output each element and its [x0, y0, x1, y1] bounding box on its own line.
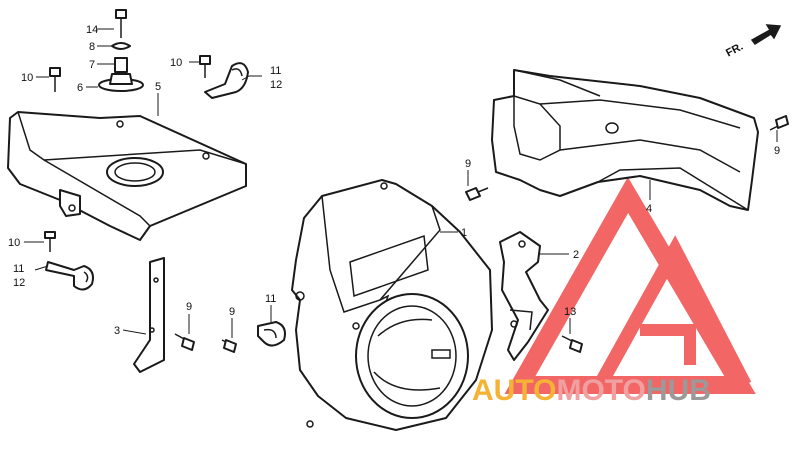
bolt-9-duct — [769, 115, 789, 131]
bolt-icon — [569, 339, 583, 353]
bolt-icon — [49, 67, 61, 77]
wire-clip-top — [204, 62, 249, 99]
callout-duct-4: 4 — [646, 203, 652, 215]
bolt-14-icon — [115, 9, 127, 19]
callout-clip-11-left: 11 — [13, 263, 24, 275]
bolt-icon — [465, 187, 481, 201]
bracket-2 — [499, 231, 549, 361]
logo-triangle-outer — [504, 177, 756, 394]
bolt-icon — [199, 55, 211, 65]
bolt-9-center — [221, 339, 237, 353]
callout-clip-11-top: 11 — [270, 65, 281, 77]
callout-plate-3: 3 — [114, 325, 120, 337]
callout-bolt-14: 14 — [86, 24, 98, 36]
callout-clip-12-top: 12 — [270, 79, 282, 91]
front-label: FR. — [724, 41, 745, 60]
washer-8-icon — [111, 42, 131, 50]
fan-cover-1 — [291, 179, 493, 431]
callout-bolt-10-top: 10 — [21, 72, 33, 84]
callout-bolt-9-center: 9 — [229, 306, 235, 318]
top-shroud-5 — [7, 111, 247, 241]
brand-part-auto: AUTO — [472, 374, 556, 407]
fan-opening — [355, 293, 469, 419]
callout-grommet-6: 6 — [77, 82, 83, 94]
clip-icon — [45, 261, 94, 291]
callout-bolt-9-plate: 9 — [186, 301, 192, 313]
watermark-logo — [504, 177, 756, 394]
wire-clip-left — [45, 261, 94, 291]
bolt-9-upper — [465, 187, 489, 201]
watermark-brand: AUTOMOTOHUB — [472, 374, 711, 407]
wire-clip-center — [257, 321, 286, 347]
brand-part-hub: HUB — [646, 374, 711, 407]
clip-icon — [257, 321, 286, 347]
callout-fan-cover-1: 1 — [461, 227, 467, 239]
bolt-icon — [181, 337, 195, 351]
callout-washer-8: 8 — [89, 41, 95, 53]
leader-lines — [24, 28, 778, 338]
callout-clip-12-left: 12 — [13, 277, 25, 289]
bolt-10-clip-top — [199, 55, 211, 78]
bolt-icon — [775, 115, 789, 129]
callout-bracket-2: 2 — [573, 249, 579, 261]
callout-clip-11-center: 11 — [265, 293, 276, 305]
bolt-icon — [223, 339, 237, 353]
callout-bolt-10-mid: 10 — [8, 237, 20, 249]
callout-bolt-13: 13 — [564, 306, 576, 318]
callout-shroud-5: 5 — [155, 81, 161, 93]
arrow-icon — [750, 24, 782, 46]
bolt-10-left-mid — [44, 231, 56, 252]
bolt-13 — [561, 335, 583, 353]
fastener-stack — [98, 9, 144, 92]
bolt-9-plate — [174, 333, 195, 351]
callout-collar-7: 7 — [89, 59, 95, 71]
side-plate — [133, 257, 165, 373]
svg-text:AUTOMOTOHUB: AUTOMOTOHUB — [472, 374, 711, 407]
air-duct-4 — [491, 69, 759, 211]
side-plate-3 — [133, 257, 165, 373]
callout-labels: 14 8 7 6 10 10 11 12 5 10 11 12 3 9 9 11… — [8, 24, 780, 337]
logo-triangle-inner — [593, 235, 752, 389]
bracket-plate — [499, 231, 549, 361]
bolt-10-top-left — [49, 67, 61, 92]
callout-bolt-10-clip: 10 — [170, 57, 182, 69]
callout-bolt-9-upper: 9 — [465, 158, 471, 170]
brand-part-moto: MOTO — [556, 374, 645, 407]
callout-bolt-9-duct: 9 — [774, 145, 780, 157]
bolt-icon — [44, 231, 56, 239]
front-direction-arrow: FR. — [724, 24, 782, 60]
clip-icon — [204, 62, 249, 99]
collar-7-icon — [114, 57, 128, 73]
logo-g-stroke — [640, 324, 696, 365]
